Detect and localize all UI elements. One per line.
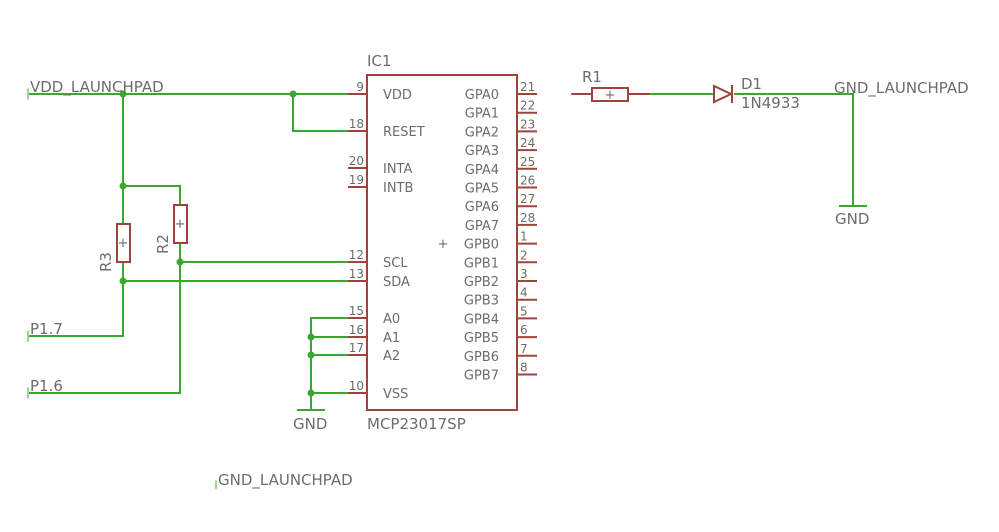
ic1-right-pins: 21GPA022GPA123GPA224GPA325GPA426GPA527GP… [464, 80, 537, 384]
ic1-pin-name: A0 [383, 312, 400, 327]
ic1-pin-name: GPB0 [464, 238, 499, 253]
net-label-gnd-launchpad-bottom: GND_LAUNCHPAD [218, 471, 353, 490]
ic1-pin-number: 26 [520, 174, 535, 188]
ic1-pin-number: 1 [520, 230, 528, 244]
ic1-pin-name: A1 [383, 331, 400, 346]
ic1-pin-number: 16 [349, 323, 364, 337]
r2-name: R2 [154, 234, 172, 254]
ic1-pin-name: RESET [383, 125, 425, 140]
r3-body [116, 223, 131, 263]
ic1-pin-name: GPB6 [464, 350, 499, 365]
net-labels: VDD_LAUNCHPAD GND_LAUNCHPAD P1.7 P1.6 GN… [27, 78, 969, 490]
ic1-pin-name: GPA3 [465, 144, 499, 159]
ic1-pin-number: 24 [520, 136, 535, 150]
ic1-pin-number: 2 [520, 248, 528, 262]
d1-name: D1 [741, 75, 762, 93]
ic1-pin-number: 4 [520, 286, 528, 300]
r3-name: R3 [97, 252, 115, 272]
ic1-pin-number: 7 [520, 342, 528, 356]
ic1-origin-mark: + [438, 237, 449, 252]
ic1-pin-number: 9 [356, 80, 364, 94]
ic1-pin-name: GPA6 [465, 200, 499, 215]
ic1-pin-name: GPA5 [465, 182, 499, 197]
ic1: IC1 MCP23017SP + 9VDD18RESET20INTA19INTB… [348, 52, 537, 433]
ic1-pin-name: GPB1 [464, 256, 499, 271]
ic1-pin-name: GPA4 [465, 163, 499, 178]
ic1-pin-name: SCL [383, 256, 408, 271]
ic1-pin-number: 20 [349, 154, 364, 168]
junction-dot [307, 351, 315, 359]
ic1-pin-name: SDA [383, 275, 410, 290]
junction-dot [119, 182, 127, 190]
ic1-pin-name: GPB2 [464, 275, 499, 290]
junction-dot [176, 258, 184, 266]
ic1-pin-number: 5 [520, 304, 528, 318]
ic1-pin-name: GPA1 [465, 107, 499, 122]
r3-plus: + [118, 236, 129, 251]
ic1-pin-name: GPA0 [465, 88, 499, 103]
ic1-pin-number: 28 [520, 211, 535, 225]
ic1-pin-name: GPB5 [464, 331, 499, 346]
ic1-pin-number: 21 [520, 80, 535, 94]
gnd-symbol-diode: GND [835, 205, 869, 228]
ic1-body [366, 74, 518, 411]
r1-plus: + [605, 88, 616, 103]
junction-dot [119, 277, 127, 285]
gnd-symbol-ic: GND [293, 409, 327, 433]
ic1-pin-name: VSS [383, 387, 408, 402]
net-label-p16: P1.6 [30, 377, 63, 395]
d1: D1 1N4933 [713, 75, 800, 112]
d1-triangle [713, 84, 734, 104]
junction-dot [307, 389, 315, 397]
ic1-pin-number: 22 [520, 99, 535, 113]
ic1-pin-name: GPB7 [464, 369, 499, 384]
ic1-pin-number: 15 [349, 304, 364, 318]
r2-plus: + [175, 217, 186, 232]
ic1-pin-number: 25 [520, 155, 535, 169]
ic1-pin-number: 8 [520, 361, 528, 375]
ic1-pin-name: GPB4 [464, 312, 499, 327]
junction-dot [307, 333, 315, 341]
net-label-p17: P1.7 [30, 320, 63, 338]
net-label-vdd-launchpad: VDD_LAUNCHPAD [30, 78, 164, 97]
r1-name: R1 [582, 68, 602, 86]
junctions [119, 90, 315, 397]
junction-dot [289, 90, 297, 98]
r1: + R1 [572, 68, 650, 103]
ic1-pin-name: INTB [383, 181, 413, 196]
ic1-pin-name: GPA2 [465, 125, 499, 140]
gnd-ic-label: GND [293, 415, 327, 433]
junction-dot [119, 90, 127, 98]
ic1-pin-number: 13 [349, 267, 364, 281]
ic1-pin-number: 17 [349, 341, 364, 355]
ic1-pin-name: VDD [383, 88, 412, 103]
ic1-pin-name: GPA7 [465, 219, 499, 234]
ic1-pin-number: 19 [349, 173, 364, 187]
ic1-pin-name: INTA [383, 162, 412, 177]
ic1-pin-number: 3 [520, 267, 528, 281]
ic1-pin-name: A2 [383, 349, 400, 364]
r2-body [173, 204, 188, 244]
ic1-pin-number: 6 [520, 323, 528, 337]
ic1-name: IC1 [367, 52, 391, 70]
ic1-pin-number: 12 [349, 248, 364, 262]
ic1-pin-number: 23 [520, 117, 535, 131]
r3: + R3 [97, 223, 131, 272]
ic1-pin-number: 18 [349, 117, 364, 131]
ic1-pin-number: 27 [520, 192, 535, 206]
ic1-pin-name: GPB3 [464, 294, 499, 309]
gnd-diode-label: GND [835, 210, 869, 228]
r2: + R2 [154, 204, 188, 254]
d1-value: 1N4933 [741, 94, 800, 112]
ic1-pin-number: 10 [349, 379, 364, 393]
ic1-value: MCP23017SP [367, 415, 466, 433]
net-label-gnd-launchpad-right: GND_LAUNCHPAD [834, 79, 969, 98]
